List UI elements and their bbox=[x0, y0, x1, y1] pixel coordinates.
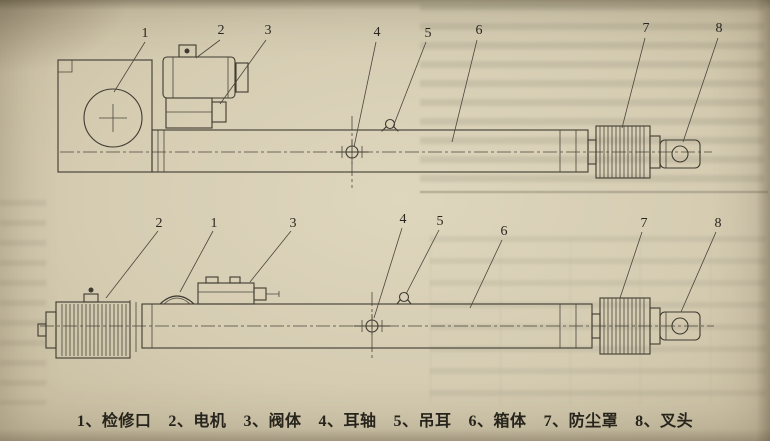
legend-item: 4、耳轴 bbox=[318, 413, 377, 430]
trunnion bbox=[335, 140, 369, 164]
scan-shadow-corner bbox=[0, 0, 130, 75]
legend-item: 7、防尘罩 bbox=[543, 413, 619, 430]
callout-number: 8 bbox=[716, 21, 723, 36]
dust-cover bbox=[591, 297, 661, 355]
legend-item: 1、检修口 bbox=[76, 413, 152, 430]
leader-lines-bottom bbox=[105, 227, 717, 319]
gearbox bbox=[165, 97, 213, 129]
callout-number: 6 bbox=[501, 224, 508, 239]
fork-head bbox=[659, 311, 701, 341]
callout-number: 1 bbox=[211, 216, 218, 231]
scan-shadow-right bbox=[756, 0, 770, 441]
legend-item: 2、电机 bbox=[168, 413, 227, 430]
motor bbox=[162, 44, 249, 129]
callout-number: 8 bbox=[715, 216, 722, 231]
housing-box bbox=[57, 59, 165, 173]
fork-head bbox=[659, 139, 701, 169]
legend-item: 8、叉头 bbox=[635, 413, 694, 430]
callout-numbers-top: 1 2 3 4 5 6 7 8 bbox=[142, 21, 723, 41]
inspection-port bbox=[159, 295, 195, 305]
callout-number: 6 bbox=[476, 23, 483, 38]
scan-shadow-bottom bbox=[0, 429, 770, 441]
callout-number: 3 bbox=[290, 216, 297, 231]
callout-number: 2 bbox=[218, 23, 225, 38]
cylinder-body bbox=[151, 129, 589, 173]
callout-number: 1 bbox=[142, 26, 149, 41]
valve-body bbox=[197, 276, 280, 305]
trunnion bbox=[353, 314, 391, 338]
motor bbox=[37, 287, 137, 359]
legend-item: 5、吊耳 bbox=[393, 413, 452, 430]
callout-number: 4 bbox=[400, 212, 407, 227]
bleedthrough-table bbox=[430, 236, 766, 404]
dust-cover bbox=[587, 125, 661, 179]
bleedthrough-rule bbox=[420, 191, 768, 193]
callout-number: 7 bbox=[641, 216, 648, 231]
inspection-port-circle bbox=[83, 88, 143, 148]
top-view: 1 2 3 4 5 6 7 8 bbox=[57, 21, 723, 188]
bleedthrough-text-top bbox=[420, 4, 764, 190]
bleedthrough-left bbox=[0, 200, 46, 405]
legend-item: 3、阀体 bbox=[243, 413, 302, 430]
callout-number: 4 bbox=[374, 25, 381, 40]
leader-lines-top bbox=[113, 37, 719, 148]
callout-number: 3 bbox=[265, 23, 272, 38]
scan-shadow-top bbox=[0, 0, 770, 10]
callout-number: 5 bbox=[425, 26, 432, 41]
callout-number: 5 bbox=[437, 214, 444, 229]
callout-numbers-bottom: 2 1 3 4 5 6 7 8 bbox=[156, 212, 722, 239]
legend-item: 6、箱体 bbox=[468, 413, 527, 430]
parts-legend: 1、检修口 2、电机 3、阀体 4、耳轴 5、吊耳 6、箱体 7、防尘罩 8、叉… bbox=[0, 407, 770, 431]
callout-number: 2 bbox=[156, 216, 163, 231]
lifting-lug bbox=[396, 291, 412, 305]
callout-number: 7 bbox=[643, 21, 650, 36]
bottom-view: 2 1 3 4 5 6 7 8 bbox=[37, 212, 722, 360]
